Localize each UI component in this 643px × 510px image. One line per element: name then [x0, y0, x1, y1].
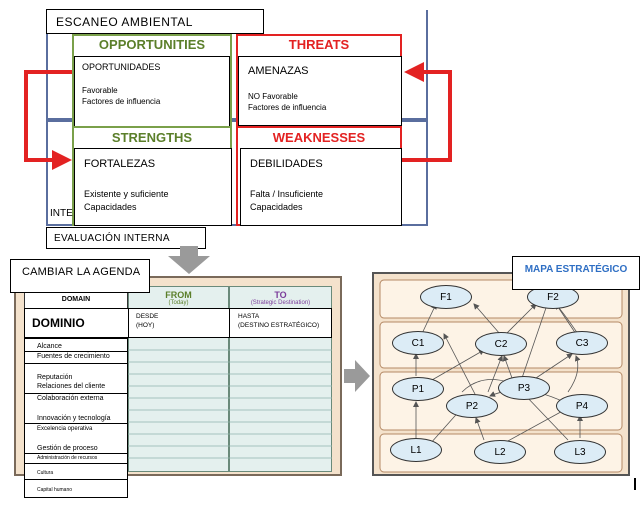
strengths-title: STRENGTHS	[111, 130, 193, 145]
internal-eval-box	[46, 227, 206, 249]
agenda-grid-lines	[128, 349, 332, 459]
to-divider	[229, 308, 230, 338]
map-node-l2: L2	[474, 440, 526, 464]
from-subheader: (Today)	[168, 300, 189, 306]
red-feedback-arrows	[24, 62, 452, 170]
map-title-box	[512, 256, 640, 290]
threats-line2: Factores de influencia	[248, 103, 327, 112]
map-node-c3: C3	[556, 331, 608, 355]
opportunities-title: OPPORTUNITIES	[98, 37, 206, 52]
to-subheader: (Strategic Destination)	[250, 300, 311, 306]
domain-list-box: Alcance Fuentes de crecimiento Reputació…	[24, 338, 128, 498]
domain-row: Gestión de proceso	[37, 445, 98, 452]
map-node-p4: P4	[556, 394, 608, 418]
map-node-c2: C2	[475, 332, 527, 356]
domain-row-divider	[25, 479, 127, 480]
destino-label: (DESTINO ESTRATÉGICO)	[238, 322, 320, 329]
domain-es-header: DOMINIO	[32, 316, 85, 330]
hoy-label: (HOY)	[136, 322, 155, 329]
header-band	[24, 308, 332, 338]
map-node-f1: F1	[420, 285, 472, 309]
threats-title: THREATS	[288, 37, 350, 52]
internal-eval-label: EVALUACIÓN INTERNA	[54, 233, 170, 244]
domain-row-divider	[25, 393, 127, 394]
hasta-label: HASTA	[238, 313, 260, 320]
grey-down-arrow-icon	[168, 246, 210, 274]
domain-row-divider	[25, 463, 127, 464]
internal-cut-label: INTE	[50, 208, 73, 219]
map-node-c1: C1	[392, 331, 444, 355]
text-cursor	[634, 478, 636, 490]
weaknesses-line1: Falta / Insuficiente	[250, 189, 324, 199]
domain-row: Excelencia operativa	[37, 426, 93, 432]
from-header: FROM	[165, 290, 192, 300]
weaknesses-line2: Capacidades	[250, 202, 303, 212]
domain-row: Fuentes de crecimiento	[37, 353, 110, 360]
domain-row: Administración de recursos	[37, 455, 98, 461]
map-title: MAPA ESTRATÉGICO	[524, 264, 628, 275]
map-node-p3: P3	[498, 376, 550, 400]
grey-right-arrow-icon	[344, 360, 370, 392]
weaknesses-label: DEBILIDADES	[250, 158, 323, 170]
domain-row-divider	[25, 423, 127, 424]
strengths-label: FORTALEZAS	[84, 158, 156, 170]
domain-en-header: DOMAIN	[61, 296, 91, 303]
scan-title: ESCANEO AMBIENTAL	[56, 15, 193, 29]
weaknesses-box	[240, 148, 402, 226]
agenda-title-box	[10, 259, 150, 293]
domain-row: Colaboración externa	[37, 395, 104, 402]
domain-row-divider	[25, 453, 127, 454]
opportunities-line1: Favorable	[82, 86, 118, 95]
map-node-p1: P1	[392, 377, 444, 401]
domain-row: Reputación	[37, 374, 73, 381]
domain-row-divider	[25, 351, 127, 352]
domain-row: Innovación y tecnología	[37, 415, 111, 422]
domain-row: Relaciones del cliente	[37, 383, 106, 390]
threats-label: AMENAZAS	[248, 65, 309, 77]
domain-row: Capital humano	[37, 487, 73, 493]
map-node-l1: L1	[390, 438, 442, 462]
domain-row: Alcance	[37, 343, 62, 350]
scan-title-box	[46, 9, 264, 34]
to-header: TO	[274, 290, 287, 300]
threats-box	[238, 56, 402, 126]
desde-label: DESDE	[136, 313, 159, 320]
agenda-title: CAMBIAR LA AGENDA	[22, 266, 141, 278]
weaknesses-title: WEAKNESSES	[272, 130, 366, 145]
map-node-p2: P2	[446, 394, 498, 418]
opportunities-line2: Factores de influencia	[82, 97, 161, 106]
domain-row: Cultura	[37, 470, 54, 476]
opportunities-label: OPORTUNIDADES	[82, 62, 161, 72]
domain-row-divider	[25, 363, 127, 364]
threats-line1: NO Favorable	[248, 92, 298, 101]
strengths-box	[74, 148, 232, 226]
strengths-line1: Existente y suficiente	[84, 189, 169, 199]
strengths-line2: Capacidades	[84, 202, 137, 212]
map-node-l3: L3	[554, 440, 606, 464]
domain-divider	[128, 308, 129, 338]
